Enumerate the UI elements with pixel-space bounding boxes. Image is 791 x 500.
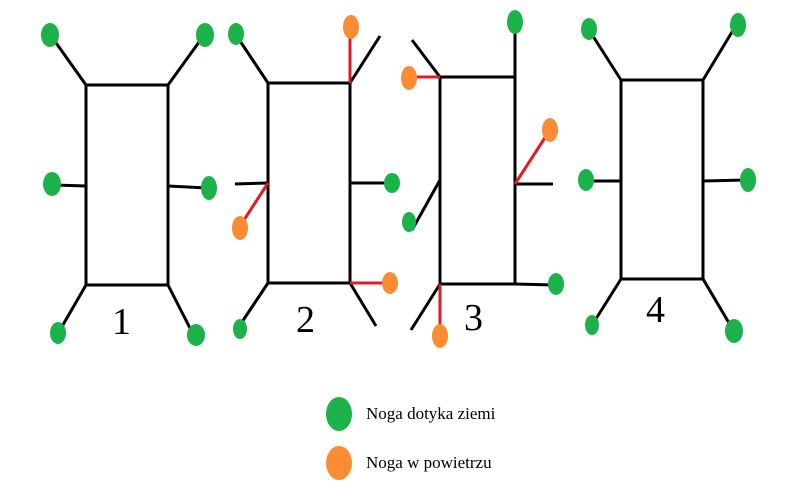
foot-air bbox=[232, 216, 248, 240]
foot-ground bbox=[201, 176, 217, 200]
diagram-number: 4 bbox=[646, 289, 665, 331]
foot-ground bbox=[725, 319, 743, 343]
leg bbox=[166, 284, 195, 335]
leg-lifted bbox=[242, 182, 270, 221]
foot-air bbox=[343, 15, 359, 39]
foot-ground bbox=[233, 319, 247, 339]
diagram-number: 1 bbox=[112, 301, 131, 343]
diagram-number: 2 bbox=[296, 299, 315, 341]
foot-ground bbox=[578, 169, 594, 191]
leg bbox=[348, 35, 382, 84]
legend-label-air: Noga w powietrzu bbox=[366, 453, 492, 472]
foot-ground bbox=[43, 172, 61, 196]
foot-ground bbox=[507, 10, 523, 34]
leg bbox=[58, 284, 88, 331]
body-rect bbox=[438, 75, 517, 286]
foot-ground bbox=[740, 168, 756, 192]
legend-item-air: Noga w powietrzu bbox=[326, 446, 492, 480]
leg bbox=[52, 39, 88, 86]
air-dot-icon bbox=[326, 446, 352, 480]
foot-ground bbox=[228, 23, 244, 45]
diagram-number: 3 bbox=[464, 297, 483, 339]
leg bbox=[166, 37, 204, 86]
leg-lifted bbox=[513, 132, 550, 185]
foot-ground bbox=[187, 324, 205, 346]
leg bbox=[514, 282, 555, 287]
diagram-2: 2 bbox=[228, 15, 400, 341]
leg bbox=[701, 26, 737, 81]
leg bbox=[238, 282, 270, 326]
leg bbox=[592, 278, 623, 323]
foot-ground bbox=[730, 13, 746, 37]
leg bbox=[410, 39, 442, 78]
foot-air bbox=[382, 272, 398, 294]
foot-ground bbox=[41, 23, 59, 47]
foot-ground bbox=[50, 322, 66, 344]
legend-label-ground: Noga dotyka ziemi bbox=[366, 404, 496, 423]
leg bbox=[410, 179, 442, 231]
diagram-4: 4 bbox=[578, 13, 756, 343]
diagram-3: 3 bbox=[401, 10, 564, 348]
foot-ground bbox=[402, 212, 416, 232]
leg bbox=[702, 178, 747, 183]
leg bbox=[236, 37, 270, 84]
leg bbox=[409, 283, 442, 331]
ground-dot-icon bbox=[326, 397, 352, 431]
leg bbox=[589, 32, 623, 81]
foot-ground bbox=[548, 273, 564, 295]
foot-air bbox=[401, 66, 417, 90]
body-rect bbox=[84, 83, 170, 287]
legend-item-ground: Noga dotyka ziemi bbox=[326, 397, 495, 431]
foot-ground bbox=[384, 173, 400, 193]
foot-air bbox=[542, 118, 558, 142]
diagram-1: 1 bbox=[41, 23, 217, 346]
body-rect bbox=[619, 78, 705, 281]
leg bbox=[167, 184, 208, 190]
foot-ground bbox=[585, 315, 599, 335]
leg bbox=[348, 282, 378, 327]
leg bbox=[234, 181, 269, 186]
foot-ground bbox=[581, 18, 597, 40]
foot-air bbox=[432, 324, 448, 348]
foot-ground bbox=[196, 23, 214, 47]
body-rect bbox=[266, 81, 352, 285]
leg bbox=[701, 278, 734, 329]
